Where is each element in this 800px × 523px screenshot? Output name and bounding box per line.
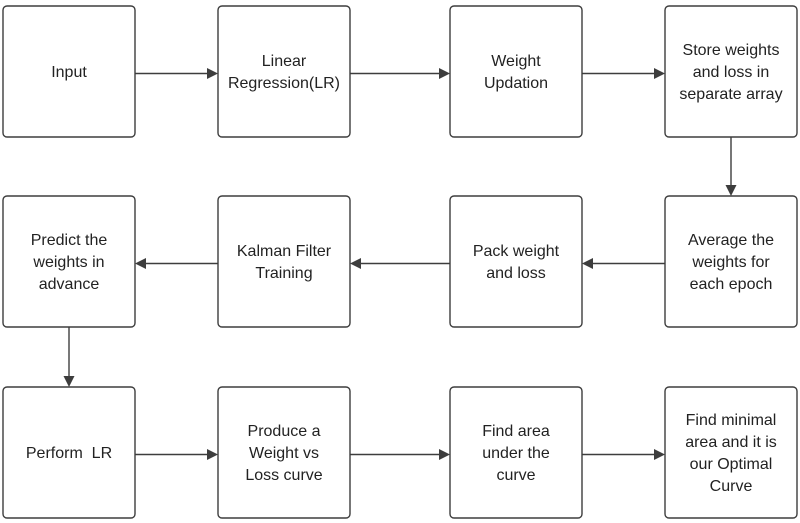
node-label-line: Find area [482, 423, 550, 440]
node-perform-lr: Perform LR [2, 386, 136, 519]
node-box [449, 195, 583, 328]
node-label: Perform LR [26, 445, 112, 462]
arrowhead [207, 68, 218, 79]
edge-perform-lr-to-produce-curve [135, 449, 218, 460]
node-label: Average the weights for each epoch [688, 232, 774, 293]
node-box [664, 386, 798, 519]
arrowhead [439, 449, 450, 460]
edge-input-to-linear-regression [135, 68, 218, 79]
node-box [449, 386, 583, 519]
node-label-line: and loss in [693, 64, 770, 81]
arrowhead [350, 258, 361, 269]
node-label-line: Store weights [683, 42, 780, 59]
node-label-line: Regression(LR) [228, 75, 340, 92]
edge-store-weights-to-average-weights [725, 137, 737, 196]
node-predict-weights: Predict the weights in advance [2, 195, 136, 328]
edge-average-weights-to-pack-weight [582, 258, 665, 269]
node-label-line: Loss curve [245, 467, 322, 484]
node-box [664, 5, 798, 138]
node-label-line: weights for [691, 254, 770, 271]
node-label-line: Weight [491, 53, 541, 70]
node-label-line: Input [51, 64, 87, 81]
arrowhead [654, 449, 665, 460]
node-label-line: separate array [679, 86, 782, 103]
edge-kalman-filter-to-predict-weights [135, 258, 218, 269]
edge-linear-regression-to-weight-updation [350, 68, 450, 79]
node-average-weights: Average the weights for each epoch [664, 195, 798, 328]
node-label: Produce a Weight vs Loss curve [245, 423, 322, 484]
node-label-line: Produce a [248, 423, 321, 440]
node-label-line: advance [39, 276, 100, 293]
node-label-line: curve [496, 467, 535, 484]
node-box [2, 386, 136, 519]
node-box [217, 386, 351, 519]
node-label: Pack weight and loss [473, 243, 560, 282]
edge-weight-updation-to-store-weights [582, 68, 665, 79]
arrowhead [63, 376, 75, 387]
node-find-area: Find area under the curve [449, 386, 583, 519]
arrowhead [654, 68, 665, 79]
arrowhead [725, 185, 737, 196]
node-label-line: our Optimal [690, 456, 773, 473]
arrowhead [135, 258, 146, 269]
node-label-line: area and it is [685, 434, 777, 451]
node-label-line: Linear [262, 53, 307, 70]
edge-produce-curve-to-find-area [350, 449, 450, 460]
node-label: Predict the weights in advance [31, 232, 108, 293]
edge-pack-weight-to-kalman-filter [350, 258, 450, 269]
node-input: Input [2, 5, 136, 138]
node-pack-weight: Pack weight and loss [449, 195, 583, 328]
node-box [217, 5, 351, 138]
node-box [449, 5, 583, 138]
edge-find-area-to-find-minimal [582, 449, 665, 460]
node-label-line: Average the [688, 232, 774, 249]
node-label-line: Training [255, 265, 312, 282]
node-box [2, 5, 136, 138]
node-label-line: each epoch [690, 276, 773, 293]
node-label: Find area under the curve [482, 423, 550, 484]
node-label-line: Kalman Filter [237, 243, 332, 260]
node-box [217, 195, 351, 328]
arrowhead [582, 258, 593, 269]
node-store-weights: Store weights and loss in separate array [664, 5, 798, 138]
arrowhead [207, 449, 218, 460]
node-produce-curve: Produce a Weight vs Loss curve [217, 386, 351, 519]
edge-predict-weights-to-perform-lr [63, 327, 75, 387]
node-label-line: Predict the [31, 232, 108, 249]
node-label-line: Curve [710, 478, 753, 495]
node-label: Input [51, 64, 87, 81]
node-label-line: weights in [32, 254, 104, 271]
node-label-line: Weight vs [249, 445, 319, 462]
node-label: Store weights and loss in separate array [679, 42, 782, 103]
node-label-line: and loss [486, 265, 546, 282]
node-label-line: Pack weight [473, 243, 560, 260]
node-label-line: Updation [484, 75, 548, 92]
edges-layer [63, 68, 737, 460]
arrowhead [439, 68, 450, 79]
node-label-line: Find minimal [686, 412, 777, 429]
node-label-line: under the [482, 445, 550, 462]
node-box [664, 195, 798, 328]
node-box [2, 195, 136, 328]
node-label-line: Perform LR [26, 445, 112, 462]
